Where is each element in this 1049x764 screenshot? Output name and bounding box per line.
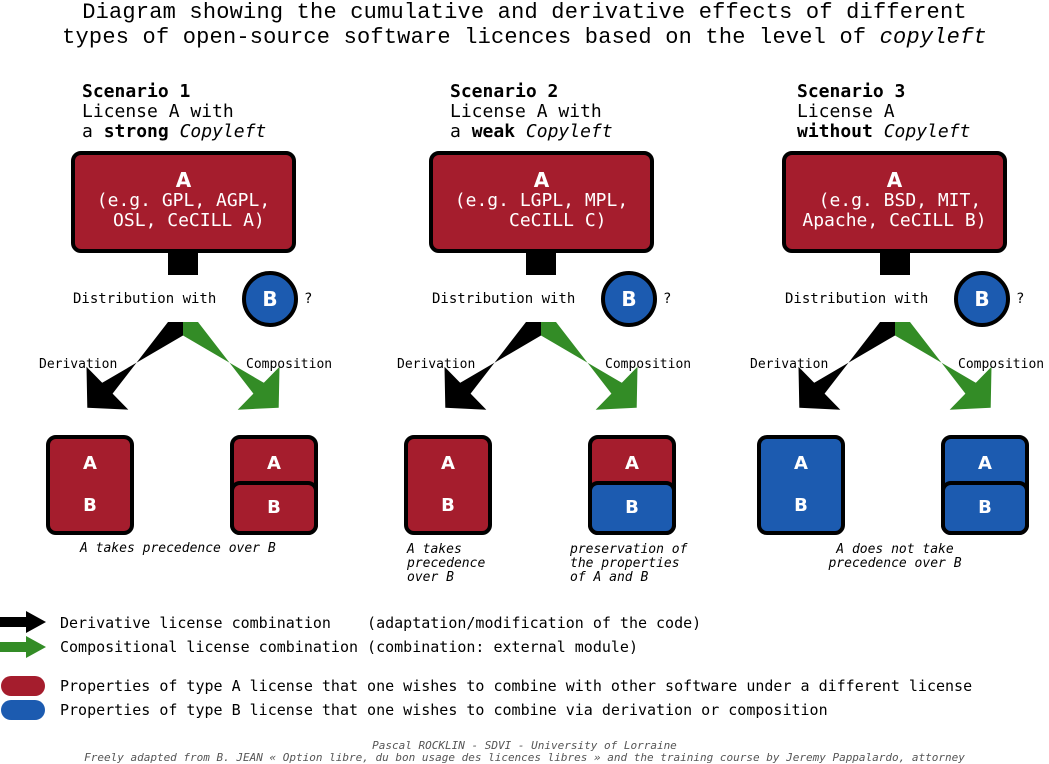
- composition-arrow-icon: [895, 322, 992, 410]
- scenario-1-derivation-label: Derivation: [39, 357, 118, 372]
- composition-arrow-icon: [183, 322, 280, 410]
- scenario-3-caption: A does not take precedence over B: [828, 542, 962, 571]
- result-b-label: B: [441, 495, 455, 516]
- scenario-2-composition-result: A B: [588, 435, 676, 535]
- scenario-3-copyleft-level: without: [797, 121, 873, 142]
- legend-type-a: Properties of type A license that one wi…: [60, 677, 973, 695]
- scenario-1-composition-result: A B: [230, 435, 318, 535]
- scenario-3-license-b-badge: B: [954, 271, 1010, 327]
- license-a-examples: (e.g. GPL, AGPL, OSL, CeCILL A): [96, 190, 271, 231]
- scenario-2-line2: License A with: [450, 101, 602, 122]
- scenario-2-question-mark: ?: [663, 291, 672, 307]
- derivative-arrow-icon: [0, 611, 46, 633]
- license-a-examples: (e.g. LGPL, MPL, CeCILL C): [454, 190, 629, 231]
- type-a-swatch-icon: [1, 676, 45, 696]
- scenario-1-line2: License A with: [82, 101, 234, 122]
- composed-module-b: B: [230, 481, 318, 535]
- legend-derivative: Derivative license combination (adaptati…: [60, 614, 702, 632]
- composed-module-b: B: [588, 481, 676, 535]
- scenario-1-copyleft-word: Copyleft: [179, 121, 267, 142]
- type-b-swatch-icon: [1, 700, 45, 720]
- scenario-3-composition-label: Composition: [958, 357, 1045, 372]
- license-a-letter: A: [533, 168, 550, 192]
- scenario-1-caption: A takes precedence over B: [80, 541, 276, 556]
- scenario-3-composition-result: A B: [941, 435, 1029, 535]
- scenario-2-line3-pre: a: [450, 121, 472, 142]
- result-a-label: A: [267, 453, 281, 474]
- derivation-arrow-icon: [86, 322, 183, 410]
- result-b-label: B: [978, 497, 992, 518]
- composed-module-b: B: [941, 481, 1029, 535]
- license-a-examples: (e.g. BSD, MIT, Apache, CeCILL B): [802, 190, 987, 231]
- scenario-1-composition-label: Composition: [246, 357, 333, 372]
- legend-type-b: Properties of type B license that one wi…: [60, 701, 828, 719]
- scenario-1-distribution-label: Distribution with: [73, 291, 217, 307]
- legend-compositional: Compositional license combination (combi…: [60, 638, 638, 656]
- scenario-1-license-b-badge: B: [242, 271, 298, 327]
- scenario-1-line3-pre: a: [82, 121, 104, 142]
- scenario-2-composition-caption: preservation of the properties of A and …: [570, 542, 688, 585]
- result-a-label: A: [794, 453, 808, 474]
- result-a-label: A: [83, 453, 97, 474]
- scenario-3-license-a-box: A (e.g. BSD, MIT, Apache, CeCILL B): [782, 151, 1007, 253]
- scenario-2-title: Scenario 2: [450, 81, 559, 102]
- result-b-label: B: [83, 495, 97, 516]
- footer-author: Pascal ROCKLIN - SDVI - University of Lo…: [372, 739, 677, 752]
- scenario-2-derivation-result: A B: [404, 435, 492, 535]
- composition-arrow-icon: [541, 322, 638, 410]
- result-a-label: A: [625, 453, 639, 474]
- scenario-2-derivation-label: Derivation: [397, 357, 476, 372]
- scenario-1-copyleft-level: strong: [103, 121, 169, 142]
- scenario-2-distribution-label: Distribution with: [432, 291, 576, 307]
- title-line-2-text: types of open-source software licences b…: [62, 25, 880, 50]
- composition-arrow-icon: [0, 636, 46, 658]
- scenario-3-line2: License A: [797, 101, 895, 122]
- scenario-2-license-a-box: A (e.g. LGPL, MPL, CeCILL C): [429, 151, 654, 253]
- scenario-3-derivation-result: A B: [757, 435, 845, 535]
- scenario-2-copyleft-level: weak: [471, 121, 516, 142]
- scenario-1-license-a-box: A (e.g. GPL, AGPL, OSL, CeCILL A): [71, 151, 296, 253]
- scenario-3-connector: [880, 253, 910, 275]
- scenario-3-distribution-label: Distribution with: [785, 291, 929, 307]
- scenario-1-question-mark: ?: [304, 291, 313, 307]
- result-b-label: B: [267, 497, 281, 518]
- title-line-1: Diagram showing the cumulative and deriv…: [82, 0, 967, 25]
- scenario-1-title: Scenario 1: [82, 81, 191, 102]
- diagram-title: Diagram showing the cumulative and deriv…: [0, 0, 1049, 50]
- title-line-2: types of open-source software licences b…: [0, 25, 1049, 50]
- result-a-label: A: [441, 453, 455, 474]
- license-a-letter: A: [175, 168, 192, 192]
- derivation-arrow-icon: [444, 322, 541, 410]
- scenario-1-derivation-result: A B: [46, 435, 134, 535]
- result-b-label: B: [794, 495, 808, 516]
- scenario-2-composition-label: Composition: [605, 357, 692, 372]
- scenario-3-question-mark: ?: [1016, 291, 1025, 307]
- result-b-label: B: [625, 497, 639, 518]
- derivation-arrow-icon: [798, 322, 895, 410]
- scenario-2-copyleft-word: Copyleft: [525, 121, 613, 142]
- scenario-3-heading: Scenario 3 License A without Copyleft: [797, 82, 970, 142]
- scenario-3-copyleft-word: Copyleft: [883, 121, 971, 142]
- footer-source: Freely adapted from B. JEAN « Option lib…: [84, 751, 965, 764]
- scenario-1-heading: Scenario 1 License A with a strong Copyl…: [82, 82, 266, 142]
- scenario-3-derivation-label: Derivation: [750, 357, 829, 372]
- result-a-label: A: [978, 453, 992, 474]
- scenario-2-license-b-badge: B: [601, 271, 657, 327]
- license-a-letter: A: [886, 168, 903, 192]
- scenario-2-heading: Scenario 2 License A with a weak Copylef…: [450, 82, 613, 142]
- scenario-1-connector: [168, 253, 198, 275]
- scenario-3-title: Scenario 3: [797, 81, 906, 102]
- legend-arrows: [0, 611, 46, 658]
- scenario-2-derivation-caption: A takes precedence over B: [407, 542, 486, 585]
- scenario-2-connector: [526, 253, 556, 275]
- title-copyleft-word: copyleft: [879, 25, 987, 50]
